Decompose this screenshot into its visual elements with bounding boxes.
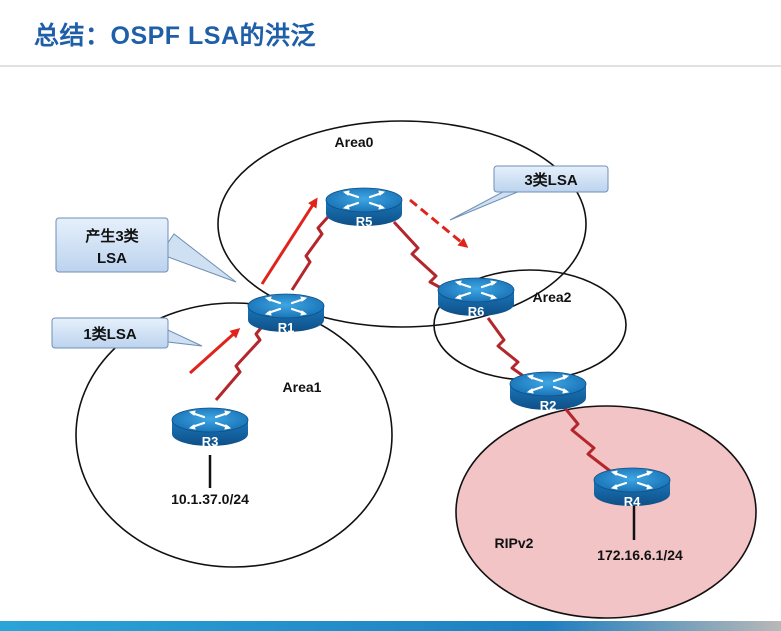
- router-r6[interactable]: R6: [436, 276, 516, 319]
- router-r1-label: R1: [278, 320, 295, 335]
- page-title: 总结：OSPF LSA的洪泛: [34, 22, 317, 50]
- router-r5-label: R5: [356, 214, 373, 229]
- lsa-arrow-r1-r5: [260, 197, 318, 285]
- callout-generate-box: [55, 217, 169, 273]
- link-r5-r6: [392, 220, 457, 298]
- area0-label: Area0: [335, 134, 374, 150]
- router-r1[interactable]: R1: [246, 292, 326, 335]
- link-r2-r4: [558, 401, 615, 476]
- title-divider: [0, 65, 781, 67]
- callout-generate-line2: LSA: [97, 250, 127, 267]
- router-r4-label: R4: [624, 494, 641, 509]
- callout-type1-box: [51, 317, 169, 349]
- lsa-arrow-r5-r6-dashed: [409, 198, 469, 248]
- router-r6-label: R6: [468, 304, 485, 319]
- link-r3-r1: [214, 309, 278, 401]
- callout-generate-pointer: [159, 233, 237, 283]
- r4-network-label: 172.16.6.1/24: [597, 547, 683, 563]
- router-r2-label: R2: [540, 398, 557, 413]
- callout-generate-line1: 产生3类: [85, 227, 139, 245]
- router-r4[interactable]: R4: [592, 466, 672, 509]
- lsa-arrow-r3-r1: [188, 327, 241, 375]
- link-r1-r5: [290, 206, 338, 291]
- router-r3-label: R3: [202, 434, 219, 449]
- rip-label: RIPv2: [495, 535, 534, 551]
- area0-boundary: [217, 120, 587, 328]
- r3-network-label: 10.1.37.0/24: [171, 491, 249, 507]
- link-r6-r2: [486, 317, 533, 384]
- serial-links: [214, 206, 615, 476]
- rip-domain: [455, 405, 757, 619]
- callout-type1-label: 1类LSA: [83, 325, 137, 343]
- router-r3[interactable]: R3: [170, 406, 250, 449]
- router-r5[interactable]: R5: [324, 186, 404, 229]
- footer-bar: [0, 621, 781, 631]
- area2-label: Area2: [533, 289, 572, 305]
- callout-type1-pointer: [167, 329, 203, 347]
- router-r2[interactable]: R2: [508, 370, 588, 413]
- area1-label: Area1: [283, 379, 322, 395]
- callout-type3-label: 3类LSA: [524, 171, 578, 189]
- callout-type3-box: [493, 165, 609, 193]
- area1-boundary: [75, 302, 393, 568]
